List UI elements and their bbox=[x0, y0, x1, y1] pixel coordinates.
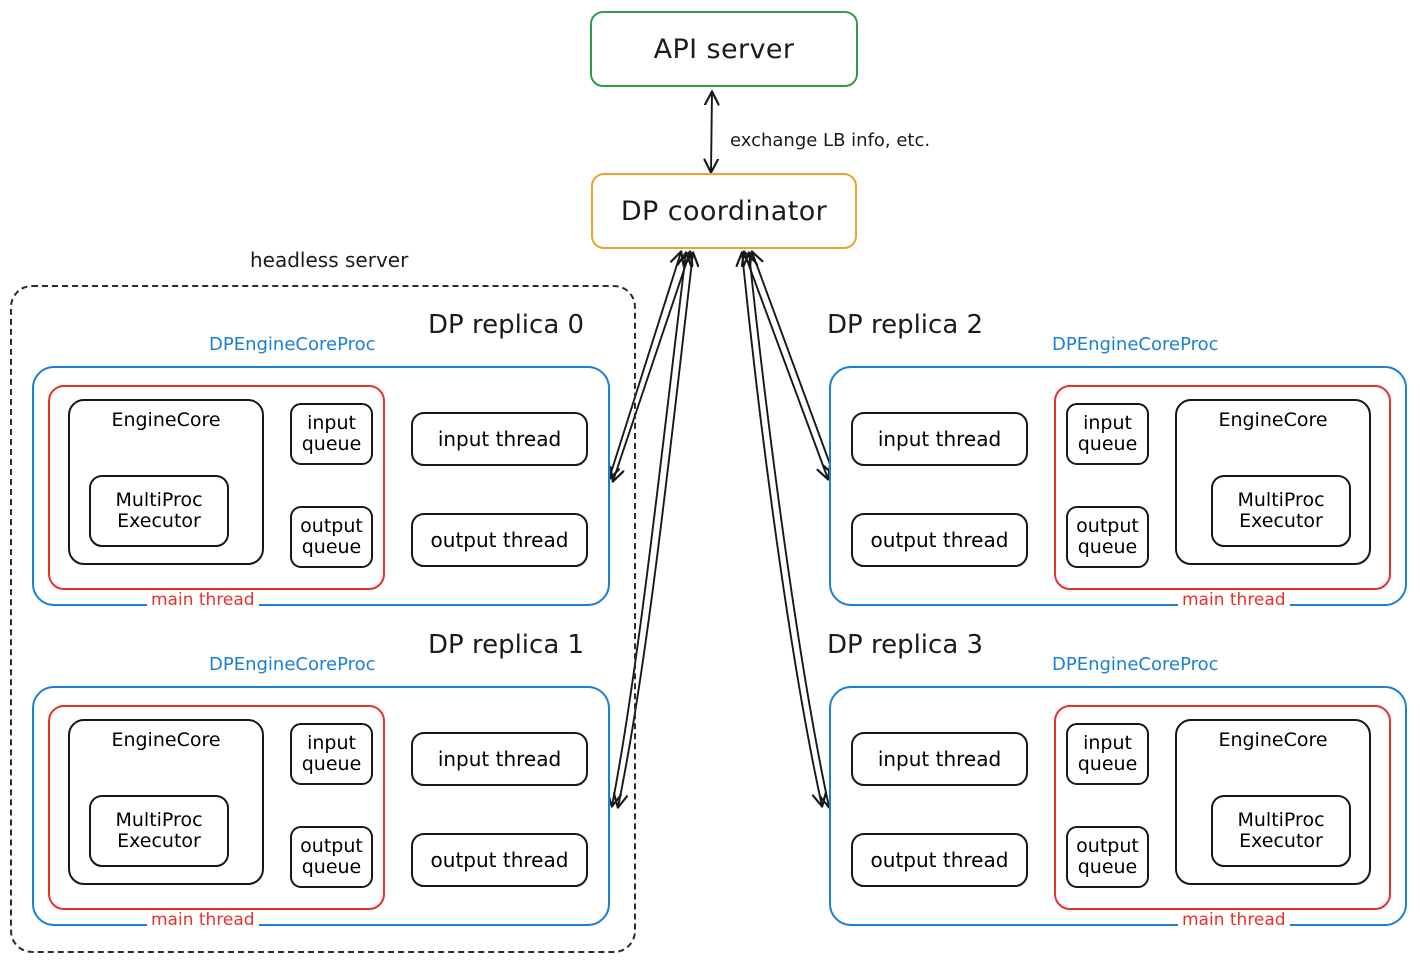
mpe-line1: MultiProc bbox=[1237, 488, 1325, 511]
mpe-line1: MultiProc bbox=[1237, 808, 1325, 831]
dp-replica-0-main-thread-boundary bbox=[48, 385, 385, 590]
output-thread-label: output thread bbox=[430, 847, 569, 872]
edge-api-coordinator bbox=[711, 92, 712, 172]
dp-replica-2-main-thread-boundary bbox=[1054, 385, 1391, 590]
output-thread-label: output thread bbox=[870, 847, 1009, 872]
dp-replica-2-output-thread[interactable]: output thread bbox=[851, 513, 1028, 567]
output-queue-line2: queue bbox=[301, 536, 362, 558]
input-queue-line2: queue bbox=[301, 753, 362, 775]
engine-core-label: EngineCore bbox=[111, 409, 221, 431]
edge-coordinator-replica3 bbox=[742, 253, 829, 807]
output-queue-line2: queue bbox=[301, 856, 362, 878]
output-queue-line1: output bbox=[1076, 834, 1139, 857]
mpe-line2: Executor bbox=[117, 510, 201, 532]
dp-replica-3-proc-label: DPEngineCoreProc bbox=[1052, 654, 1219, 675]
dp-replica-3-main-thread-label: main thread bbox=[1178, 910, 1290, 930]
output-queue-line1: output bbox=[300, 514, 363, 537]
engine-core-label: EngineCore bbox=[1218, 729, 1328, 751]
dp-replica-1-main-thread-label: main thread bbox=[147, 910, 259, 930]
input-queue-line1: input bbox=[1083, 411, 1132, 434]
dp-replica-2-proc-label: DPEngineCoreProc bbox=[1052, 334, 1219, 355]
input-queue-line1: input bbox=[1083, 731, 1132, 754]
dp-replica-1-main-thread-boundary bbox=[48, 705, 385, 910]
engine-core-label: EngineCore bbox=[1218, 409, 1328, 431]
api-server-label: API server bbox=[653, 33, 795, 65]
headless-server-boundary bbox=[10, 285, 636, 953]
exchange-info-label: exchange LB info, etc. bbox=[730, 130, 931, 151]
output-queue-line1: output bbox=[1076, 514, 1139, 537]
output-queue-line2: queue bbox=[1077, 856, 1138, 878]
mpe-line2: Executor bbox=[1239, 510, 1323, 532]
dp-replica-0-main-thread-label: main thread bbox=[147, 590, 259, 610]
dp-replica-3-input-thread[interactable]: input thread bbox=[851, 732, 1028, 786]
api-server-node[interactable]: API server bbox=[590, 11, 858, 87]
input-thread-label: input thread bbox=[877, 426, 1002, 451]
input-queue-line2: queue bbox=[301, 433, 362, 455]
mpe-line1: MultiProc bbox=[115, 808, 203, 831]
dp-replica-0-output-thread[interactable]: output thread bbox=[411, 513, 588, 567]
output-thread-label: output thread bbox=[870, 527, 1009, 552]
dp-replica-1-proc-label: DPEngineCoreProc bbox=[209, 654, 376, 675]
output-queue-line2: queue bbox=[1077, 536, 1138, 558]
dp-replica-2-main-thread-label: main thread bbox=[1178, 590, 1290, 610]
input-queue-line2: queue bbox=[1077, 433, 1138, 455]
input-thread-label: input thread bbox=[877, 746, 1002, 771]
dp-replica-0-input-thread[interactable]: input thread bbox=[411, 412, 588, 466]
edge-coordinator-replica2 bbox=[744, 252, 834, 479]
dp-replica-0-proc-label: DPEngineCoreProc bbox=[209, 334, 376, 355]
dp-coordinator-node[interactable]: DP coordinator bbox=[591, 173, 857, 249]
mpe-line2: Executor bbox=[117, 830, 201, 852]
input-queue-line2: queue bbox=[1077, 753, 1138, 775]
input-queue-line1: input bbox=[307, 411, 356, 434]
dp-replica-0-title: DP replica 0 bbox=[428, 310, 585, 340]
input-thread-label: input thread bbox=[437, 746, 562, 771]
dp-replica-3-output-thread[interactable]: output thread bbox=[851, 833, 1028, 887]
dp-coordinator-label: DP coordinator bbox=[620, 195, 828, 227]
mpe-line2: Executor bbox=[1239, 830, 1323, 852]
engine-core-label: EngineCore bbox=[111, 729, 221, 751]
dp-replica-2-title: DP replica 2 bbox=[827, 310, 984, 340]
input-queue-line1: input bbox=[307, 731, 356, 754]
output-queue-line1: output bbox=[300, 834, 363, 857]
headless-server-label: headless server bbox=[250, 248, 409, 272]
dp-replica-3-main-thread-boundary bbox=[1054, 705, 1391, 910]
mpe-line1: MultiProc bbox=[115, 488, 203, 511]
dp-replica-1-input-thread[interactable]: input thread bbox=[411, 732, 588, 786]
dp-replica-1-output-thread[interactable]: output thread bbox=[411, 833, 588, 887]
dp-replica-3-title: DP replica 3 bbox=[827, 630, 984, 660]
dp-replica-2-input-thread[interactable]: input thread bbox=[851, 412, 1028, 466]
input-thread-label: input thread bbox=[437, 426, 562, 451]
output-thread-label: output thread bbox=[430, 527, 569, 552]
dp-replica-1-title: DP replica 1 bbox=[428, 630, 585, 660]
